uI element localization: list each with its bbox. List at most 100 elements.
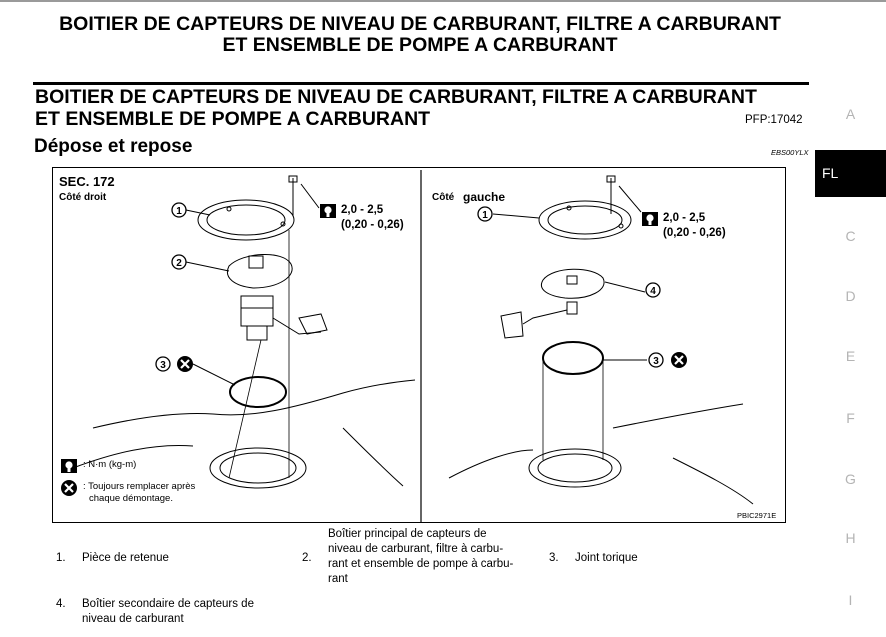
callout-3-right-circle — [648, 352, 664, 368]
replace-icon-right — [671, 352, 687, 368]
torque-icon-legend — [61, 459, 77, 473]
legend-replace-line1: : Toujours remplacer après — [83, 481, 196, 492]
callout-1-left: 1 — [176, 206, 182, 217]
legend-item-3-text: Joint torique — [575, 552, 638, 564]
nav-item-c[interactable]: C — [845, 228, 856, 244]
right-retainer-hole-2 — [618, 223, 624, 229]
torque-spec-left-kg: (0,20 - 0,26) — [341, 219, 404, 231]
left-leader-1 — [185, 209, 211, 216]
nav-item-a[interactable]: A — [845, 106, 856, 122]
legend-item-2-line1: Boîtier principal de capteurs de — [328, 528, 487, 540]
section-title-line2: ET ENSEMBLE DE POMPE A CARBURANT — [35, 108, 431, 130]
legend-item-4-text: Boîtier secondaire de capteurs de niveau… — [82, 597, 302, 627]
right-retainer-ring — [538, 200, 632, 240]
right-side-label-word: gauche — [463, 190, 506, 204]
left-tank-contour-2 — [72, 445, 194, 469]
legend-item-2-text: Boîtier principal de capteurs de niveau … — [328, 527, 548, 587]
left-tank-contour — [92, 379, 416, 429]
section-rule — [33, 82, 809, 85]
exploded-diagram: 1 2 3 1 4 3 — [52, 167, 786, 523]
legend-item-4-line2: niveau de carburant — [82, 613, 184, 625]
header-title-line2: ET ENSEMBLE DE POMPE A CARBURANT — [222, 34, 618, 56]
callout-4-right: 4 — [650, 286, 656, 297]
section-title-line1: BOITIER DE CAPTEURS DE NIVEAU DE CARBURA… — [35, 86, 757, 108]
right-sub-connector — [566, 275, 578, 285]
right-retainer-ring-inner — [547, 205, 623, 235]
right-tank-opening — [528, 448, 622, 488]
header-title-line1: BOITIER DE CAPTEURS DE NIVEAU DE CARBURA… — [59, 13, 781, 35]
left-leader-3 — [192, 363, 236, 386]
callout-1-right: 1 — [482, 210, 488, 221]
nav-item-i[interactable]: I — [848, 592, 853, 608]
callout-2-left-circle — [171, 254, 187, 270]
nav-item-e[interactable]: E — [845, 348, 856, 364]
torque-icon-left — [320, 204, 336, 218]
legend-torque-unit: : N·m (kg-m) — [83, 459, 137, 470]
section-code: EBS00YLX — [771, 148, 809, 157]
left-float — [298, 313, 328, 335]
left-assembly — [72, 175, 416, 489]
legend-item-1-number: 1. — [56, 552, 66, 564]
nav-item-fl-active[interactable]: FL — [815, 150, 886, 197]
callout-circles — [155, 202, 664, 372]
left-retainer-hole-2 — [280, 221, 286, 227]
legend-item-2-line4: rant — [328, 573, 348, 585]
right-tank-opening-inner — [537, 453, 613, 483]
legend-item-1-text: Pièce de retenue — [82, 552, 169, 564]
left-retainer-ring — [197, 199, 295, 241]
replace-icon-left — [177, 356, 193, 372]
left-pump-filter — [246, 325, 268, 341]
legend-item-2-line3: rant et ensemble de pompe à carbu- — [328, 558, 514, 570]
right-leader-torque — [618, 185, 642, 213]
right-float-arm — [522, 309, 568, 325]
right-tank-contour-3 — [672, 457, 754, 505]
section-label: SEC. 172 — [59, 174, 115, 189]
figure-reference: PBIC2971E — [737, 511, 777, 520]
replace-symbols — [61, 352, 687, 496]
nav-item-h[interactable]: H — [845, 530, 856, 546]
left-tank-opening-inner — [219, 452, 297, 484]
callout-3-left-circle — [155, 356, 171, 372]
nav-item-d[interactable]: D — [845, 288, 856, 304]
nav-item-g[interactable]: G — [845, 471, 856, 487]
left-guide-line — [228, 339, 262, 479]
callout-numbers: 1 2 3 1 4 3 — [160, 206, 659, 371]
callout-2-left: 2 — [176, 258, 182, 269]
callout-3-right: 3 — [653, 356, 659, 367]
callout-1-right-circle — [477, 206, 493, 222]
right-float — [500, 311, 524, 339]
left-pump-body — [240, 295, 274, 327]
nav-item-f[interactable]: F — [846, 410, 855, 426]
side-nav: A FL C D E F G H I — [815, 0, 886, 637]
left-bolt-head — [288, 175, 298, 183]
right-assembly — [448, 175, 754, 505]
legend-item-4-line1: Boîtier secondaire de capteurs de — [82, 598, 254, 610]
top-rule — [0, 0, 886, 2]
left-side-label: Côté droit — [59, 192, 107, 203]
left-retainer-hole — [226, 206, 232, 212]
legend-item-2-line2: niveau de carburant, filtre à carbu- — [328, 543, 504, 555]
torque-spec-right: 2,0 - 2,5 — [663, 212, 706, 224]
legend-item-3-number: 3. — [549, 552, 559, 564]
right-o-ring — [542, 341, 604, 375]
right-tank-contour-2 — [612, 403, 744, 429]
legend-replace-line2: chaque démontage. — [89, 493, 173, 504]
left-float-arm — [272, 317, 322, 335]
subheading: Dépose et repose — [34, 136, 193, 157]
replace-icon-legend — [61, 480, 77, 496]
right-leader-4 — [604, 281, 646, 293]
callout-4-right-circle — [645, 282, 661, 298]
pfp-number: PFP:17042 — [745, 114, 803, 126]
callout-3-left: 3 — [160, 360, 166, 371]
right-sub-body — [566, 301, 578, 315]
torque-icons — [61, 204, 658, 473]
legend-item-4-number: 4. — [56, 598, 66, 610]
right-tank-contour — [448, 449, 534, 479]
left-tank-contour-3 — [342, 427, 404, 487]
left-retainer-ring-inner — [206, 204, 286, 236]
diagram-drawing: 1 2 3 1 4 3 — [61, 170, 754, 522]
right-side-label-prefix: Côté — [432, 192, 455, 203]
left-leader-2 — [185, 261, 230, 272]
page-header-title: BOITIER DE CAPTEURS DE NIVEAU DE CARBURA… — [20, 14, 820, 56]
right-bolt-head — [606, 175, 616, 183]
